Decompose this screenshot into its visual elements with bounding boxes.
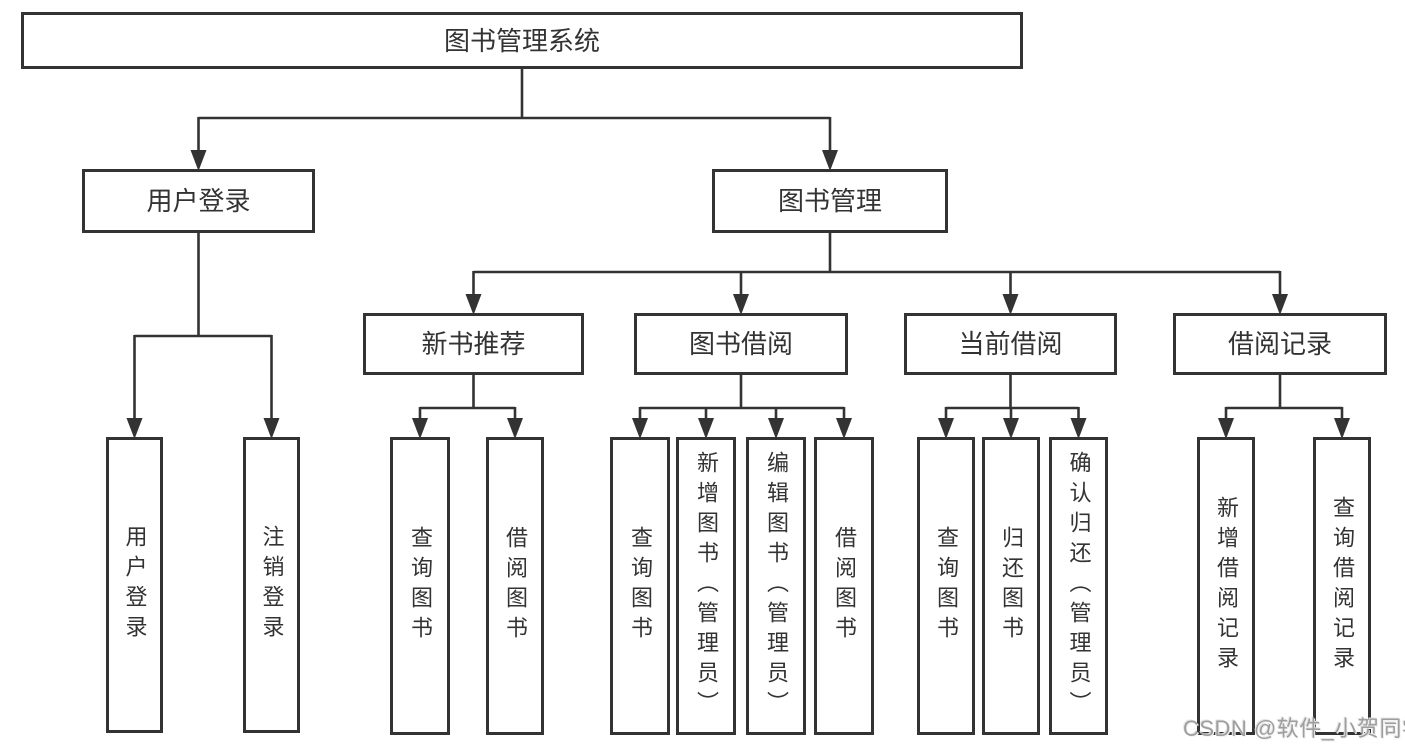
node-label: 图书管理: [777, 186, 882, 216]
node-logout: 注销登录: [243, 437, 300, 733]
node-bb-borrow-book: 借阅图书: [814, 437, 874, 735]
node-br-query-record: 查询借阅记录: [1313, 437, 1371, 735]
arrowhead: [507, 418, 523, 439]
arrowhead: [1003, 418, 1019, 439]
arrowhead: [698, 418, 714, 439]
arrowhead: [263, 418, 280, 439]
node-label: 新书推荐: [421, 329, 526, 359]
node-label: 当前借阅: [958, 329, 1063, 359]
node-label: 用户登录: [146, 186, 251, 216]
node-label: 编辑图书（管理员）: [764, 451, 789, 721]
arrowhead: [836, 418, 852, 439]
node-br-add-record: 新增借阅记录: [1197, 437, 1255, 735]
node-cb-query-book: 查询图书: [917, 437, 975, 735]
node-bb-query-book: 查询图书: [610, 437, 670, 735]
node-login: 用户登录: [106, 437, 163, 733]
node-root: 图书管理系统: [21, 12, 1023, 69]
arrowhead: [1002, 294, 1019, 315]
node-label: 注销登录: [259, 525, 285, 645]
arrowhead: [822, 150, 838, 171]
arrowhead: [190, 150, 207, 171]
arrowhead: [1218, 418, 1234, 439]
arrowhead: [938, 418, 954, 439]
csdn-watermark: CSDN @软件_小贺同学: [1183, 716, 1405, 741]
node-label: 归还图书: [999, 526, 1024, 646]
node-label: 借阅图书: [832, 526, 857, 646]
node-borrow-records: 借阅记录: [1173, 313, 1387, 375]
node-label: 新增图书（管理员）: [694, 451, 719, 721]
arrowhead: [1272, 294, 1288, 315]
node-label: 查询借阅记录: [1330, 496, 1355, 676]
arrowhead: [412, 418, 428, 439]
node-cb-confirm-return: 确认归还（管理员）: [1049, 437, 1108, 735]
node-label: 新增借阅记录: [1214, 496, 1239, 676]
node-label: 确认归还（管理员）: [1066, 451, 1092, 721]
node-bb-edit-book: 编辑图书（管理员）: [746, 437, 806, 735]
node-bb-add-book: 新增图书（管理员）: [676, 437, 736, 735]
arrowhead: [126, 418, 143, 439]
node-label: 图书管理系统: [443, 25, 600, 56]
arrowhead: [632, 418, 648, 439]
arrowhead: [1070, 418, 1087, 439]
node-label: 借阅图书: [503, 526, 528, 646]
node-label: 借阅记录: [1227, 329, 1332, 359]
node-new-book-rec: 新书推荐: [363, 313, 584, 375]
node-label: 用户登录: [122, 525, 148, 645]
node-book-borrow: 图书借阅: [634, 313, 848, 375]
node-book-mgmt: 图书管理: [712, 169, 948, 233]
node-label: 查询图书: [934, 526, 959, 646]
node-cb-return-book: 归还图书: [982, 437, 1040, 735]
node-label: 图书借阅: [688, 329, 793, 359]
arrowhead: [1334, 418, 1350, 439]
node-label: 查询图书: [408, 526, 433, 646]
arrowhead: [465, 294, 482, 315]
arrowhead: [733, 294, 749, 315]
node-nbr-query-book: 查询图书: [390, 437, 450, 735]
node-current-borrow: 当前借阅: [904, 313, 1117, 375]
node-label: 查询图书: [628, 526, 653, 646]
node-nbr-borrow-book: 借阅图书: [486, 437, 544, 735]
node-user-login: 用户登录: [82, 169, 315, 233]
arrowhead: [768, 418, 784, 439]
